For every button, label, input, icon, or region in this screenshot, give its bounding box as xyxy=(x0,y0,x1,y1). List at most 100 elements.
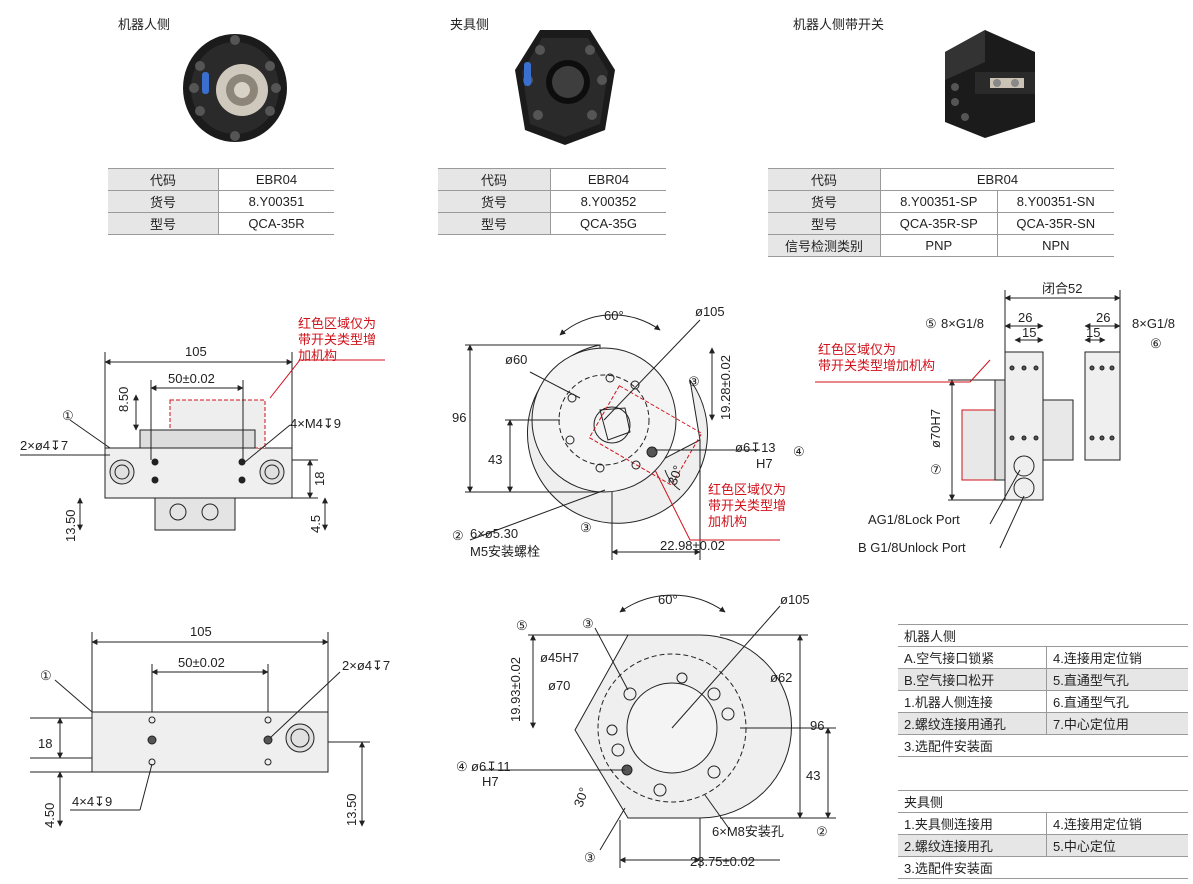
dim-96: 96 xyxy=(810,718,824,733)
dim-19-28: 19.28±0.02 xyxy=(718,355,733,420)
red-note-line: 带开关类型增 xyxy=(298,332,376,347)
dim-105: 105 xyxy=(185,344,207,359)
dim-19-93: 19.93±0.02 xyxy=(508,657,523,722)
spec-label: 货号 xyxy=(438,190,551,213)
hole-note: 6×M8安装孔 xyxy=(712,824,784,839)
dim-43: 43 xyxy=(806,768,820,783)
drawing-robot-front xyxy=(20,352,385,531)
dim-26: 26 xyxy=(1018,310,1032,325)
hole-note: 2×ø4↧7 xyxy=(342,658,390,673)
product-title-tool: 夹具侧 xyxy=(450,17,490,32)
dim-4-50: 4.50 xyxy=(42,803,57,828)
dim-60-deg: 60° xyxy=(658,592,678,607)
legend-title: 机器人侧 xyxy=(898,624,1188,647)
callout-3: ③ xyxy=(580,520,592,535)
callout-3: ③ xyxy=(688,374,700,389)
dim-4-5: 4.5 xyxy=(308,515,323,533)
spec-value: QCA-35R-SN xyxy=(996,212,1114,235)
callout-6: ⑥ xyxy=(1150,336,1162,351)
spec-value: QCA-35G xyxy=(550,212,666,235)
dim-43: 43 xyxy=(488,452,502,467)
spec-value: PNP xyxy=(880,234,998,257)
robot-switch-photo xyxy=(945,30,1035,138)
pin-tol: H7 xyxy=(482,774,499,789)
callout-4: ④ xyxy=(456,759,468,774)
legend-item: 2.螺纹连接用孔 xyxy=(898,834,1047,857)
dim-18: 18 xyxy=(312,472,327,486)
spec-label: 代码 xyxy=(438,168,551,191)
dim-13-50: 13.50 xyxy=(63,509,78,542)
legend-item: 5.直通型气孔 xyxy=(1046,668,1188,691)
dim-18: 18 xyxy=(38,736,52,751)
dim-22-98: 22.98±0.02 xyxy=(660,538,725,553)
port-a-label: AG1/8Lock Port xyxy=(868,512,960,527)
callout-3: ③ xyxy=(584,850,596,865)
spec-label: 型号 xyxy=(108,212,219,235)
drawing-robot-top xyxy=(465,314,780,560)
port-note-left: 8×G1/8 xyxy=(941,316,984,331)
legend-item: 4.连接用定位销 xyxy=(1046,812,1188,835)
legend-item: 5.中心定位 xyxy=(1046,834,1188,857)
bolt-note: M5安装螺栓 xyxy=(470,544,540,559)
callout-2: ② xyxy=(816,824,828,839)
callout-2: ② xyxy=(452,528,464,543)
tool-side-photo xyxy=(515,30,615,145)
hole-note: 2×ø4↧7 xyxy=(20,438,68,453)
dim-30-deg: 30° xyxy=(571,785,592,809)
pin-tol: H7 xyxy=(756,456,773,471)
product-title-robot-switch: 机器人侧带开关 xyxy=(793,17,885,32)
callout-3: ③ xyxy=(582,616,594,631)
red-note-line: 带开关类型增 xyxy=(708,498,786,513)
callout-5: ⑤ xyxy=(516,618,528,633)
legend-item: 1.夹具侧连接用 xyxy=(898,812,1047,835)
spec-label: 型号 xyxy=(768,212,881,235)
spec-value: NPN xyxy=(996,234,1114,257)
dim-d105: ø105 xyxy=(695,304,725,319)
spec-value: EBR04 xyxy=(880,168,1114,191)
dim-d60: ø60 xyxy=(505,352,527,367)
dim-23-75: 23.75±0.02 xyxy=(690,854,755,869)
dim-d105: ø105 xyxy=(780,592,810,607)
spec-label: 型号 xyxy=(438,212,551,235)
spec-label: 代码 xyxy=(108,168,219,191)
spec-label: 货号 xyxy=(108,190,219,213)
legend-item: 3.选配件安装面 xyxy=(898,856,1047,879)
red-note-line: 加机构 xyxy=(708,514,747,529)
spec-value: QCA-35R xyxy=(218,212,334,235)
callout-1: ① xyxy=(62,408,74,423)
spec-value: 8.Y00352 xyxy=(550,190,666,213)
hole-note: 6×ø5.30 xyxy=(470,526,518,541)
drawing-switch-side xyxy=(815,290,1121,549)
dim-26: 26 xyxy=(1096,310,1110,325)
port-b-label: B G1/8Unlock Port xyxy=(858,540,966,555)
legend-item: 6.直通型气孔 xyxy=(1046,690,1188,713)
legend-item: 7.中心定位用 xyxy=(1046,712,1188,735)
spec-label: 货号 xyxy=(768,190,881,213)
spec-value: 8.Y00351 xyxy=(218,190,334,213)
dim-13-50: 13.50 xyxy=(344,793,359,826)
spec-label: 信号检测类别 xyxy=(768,234,881,257)
legend-item: 3.选配件安装面 xyxy=(898,734,1047,757)
dim-50: 50±0.02 xyxy=(168,371,215,386)
spec-value: 8.Y00351-SP xyxy=(880,190,998,213)
pin-note: ø6↧13 xyxy=(735,440,776,455)
dim-50: 50±0.02 xyxy=(178,655,225,670)
hole-note-m4: 4×4↧9 xyxy=(72,794,112,809)
callout-5: ⑤ xyxy=(925,316,937,331)
dim-d70: ø70 xyxy=(548,678,570,693)
legend-item: 1.机器人侧连接 xyxy=(898,690,1047,713)
spec-value: EBR04 xyxy=(218,168,334,191)
legend-item: B.空气接口松开 xyxy=(898,668,1047,691)
robot-side-photo xyxy=(183,34,287,142)
dim-d45: ø45H7 xyxy=(540,650,579,665)
red-note-line: 红色区域仅为 xyxy=(818,342,896,357)
dim-close-52: 闭合52 xyxy=(1042,281,1082,296)
legend-item: A.空气接口锁紧 xyxy=(898,646,1047,669)
spec-label: 代码 xyxy=(768,168,881,191)
pin-note: ø6↧11 xyxy=(471,759,511,774)
dim-105: 105 xyxy=(190,624,212,639)
